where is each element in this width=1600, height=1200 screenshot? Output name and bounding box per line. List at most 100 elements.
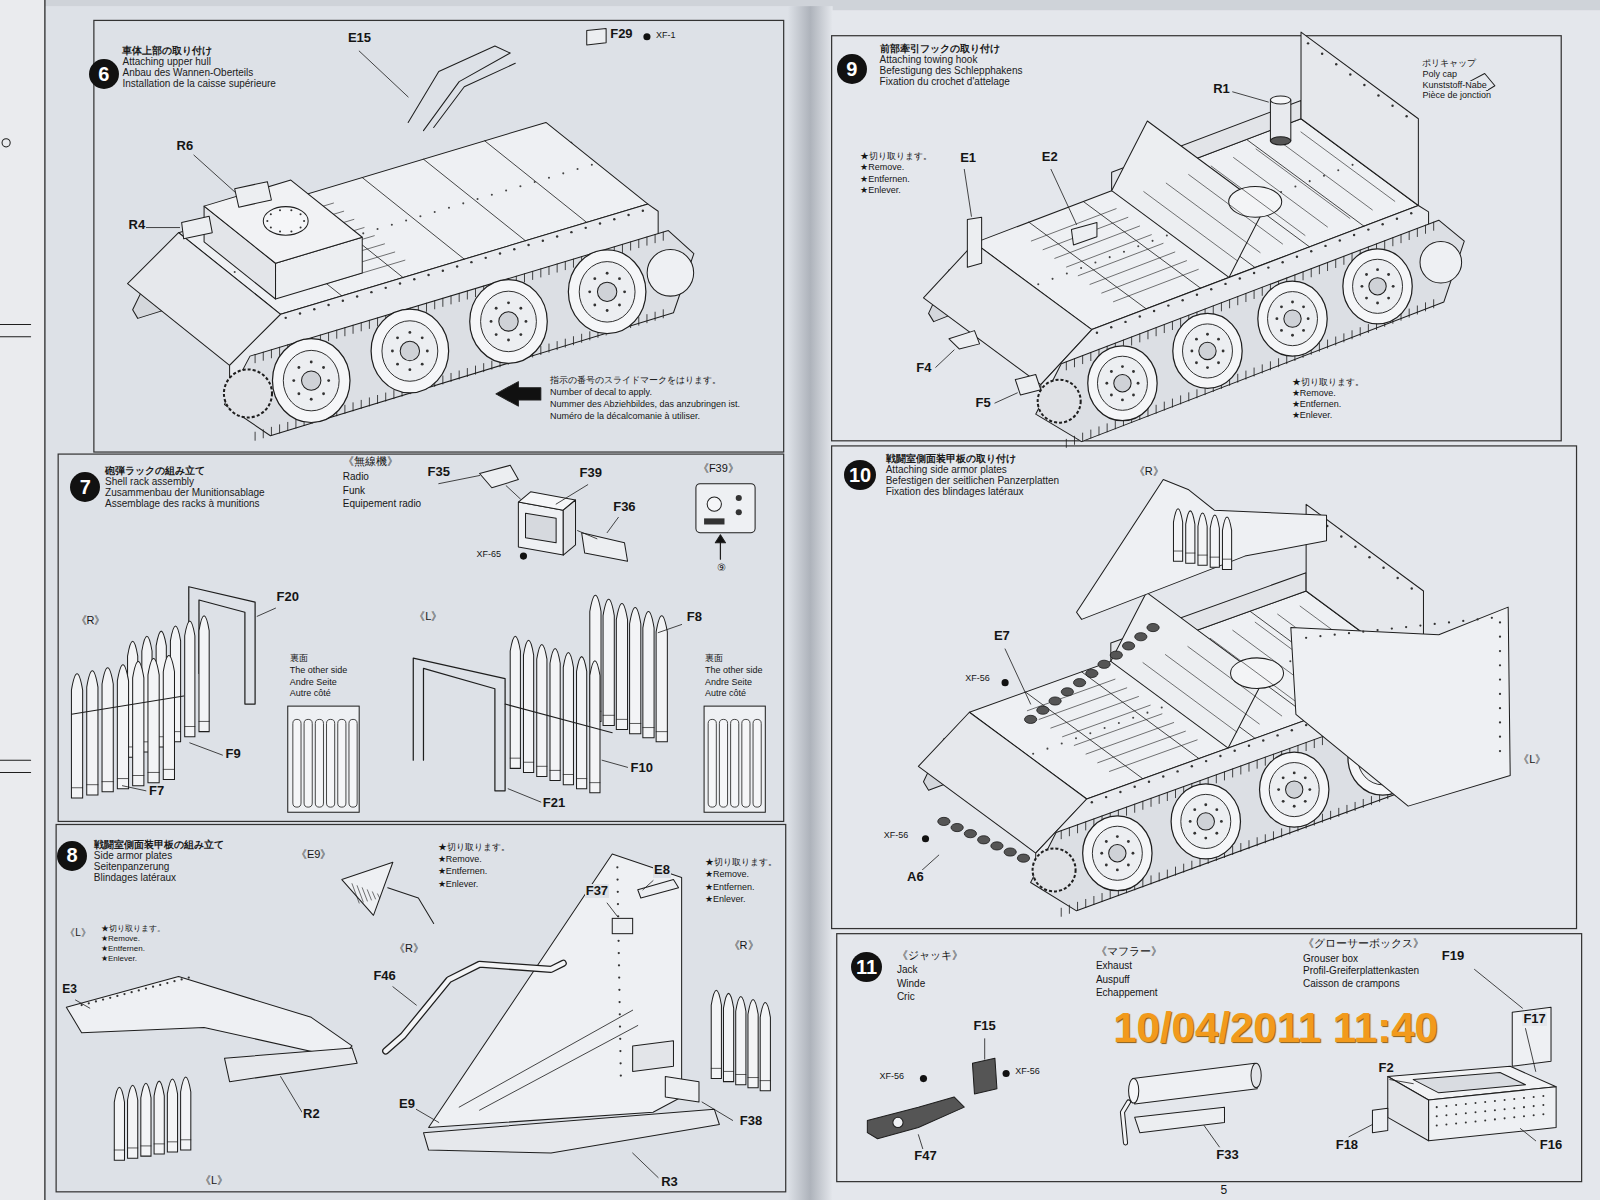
rivet [1396, 218, 1398, 220]
step-heading: 戦闘室側面装甲板の組み立てSide armor platesSeitenpanz… [94, 839, 224, 883]
track-link [1257, 838, 1258, 846]
leader-line [607, 903, 617, 916]
rivet [1484, 1110, 1486, 1112]
bolt [1132, 370, 1135, 373]
rivet [1133, 786, 1135, 788]
part-label: R2 [302, 1107, 321, 1121]
heading-text: Shell rack assembly [105, 476, 265, 487]
leader-line [633, 1153, 659, 1177]
track-link [263, 430, 264, 438]
rivet [1321, 53, 1323, 55]
note-text: ★切り取ります。 [859, 152, 933, 162]
leader-line [190, 743, 223, 755]
grille [1090, 252, 1175, 284]
rivet [1499, 693, 1501, 695]
shell-band [128, 1147, 138, 1148]
rivet [1455, 1104, 1457, 1106]
shell-band [71, 787, 82, 788]
track-link [451, 296, 452, 304]
bolt [322, 392, 325, 395]
paint-dot [520, 553, 527, 560]
note-text: Autre côté [704, 689, 747, 699]
paint-code: XF-65 [476, 550, 503, 560]
bolt [1282, 776, 1285, 779]
rivet [1499, 750, 1501, 752]
glacis [923, 243, 1091, 385]
rivet [1291, 729, 1293, 731]
rivet [1494, 1109, 1496, 1111]
note-text: The other side [704, 666, 764, 676]
shell-band [141, 1145, 151, 1146]
bolt [606, 272, 609, 275]
hatch [352, 884, 359, 903]
heading-text: Befestigen der seitlichen Panzerplatten [886, 475, 1059, 486]
track-link [1093, 896, 1094, 904]
bolt [1215, 808, 1218, 811]
rivet [1305, 637, 1307, 639]
track-link [1355, 802, 1356, 810]
grille [1086, 723, 1174, 755]
track-link [1248, 763, 1249, 771]
paint-dot [643, 33, 650, 40]
note-text: ★Remove. [1291, 389, 1337, 399]
track-link [1090, 430, 1091, 438]
heading-text: Befestigung des Schlepphakens [880, 65, 1023, 76]
track-link [353, 403, 354, 411]
track-link [1200, 858, 1201, 866]
track-link [1073, 679, 1085, 687]
rivet [1436, 1115, 1438, 1117]
track-link [1175, 789, 1176, 797]
rivet [1445, 1114, 1447, 1116]
rivet [1124, 321, 1126, 323]
rivet [1239, 277, 1241, 279]
track-link [459, 371, 460, 379]
part-outline [665, 1077, 699, 1103]
shell [577, 657, 587, 789]
rivet [618, 976, 620, 978]
rivet [290, 231, 292, 233]
track-link [663, 310, 664, 318]
leader-line [1349, 1124, 1372, 1136]
note-text: ★切り取ります。 [100, 925, 166, 934]
note-text: Andre Seite [289, 678, 338, 688]
part-outline [182, 216, 213, 238]
track-link [524, 274, 525, 282]
rivet [1382, 566, 1384, 568]
bolt [1220, 820, 1223, 823]
track-link [442, 298, 443, 306]
rivet [1410, 212, 1412, 214]
hatch [362, 888, 367, 901]
bolt [1195, 338, 1198, 341]
track-link [1147, 331, 1148, 339]
shell [199, 616, 209, 732]
road-wheel [470, 280, 548, 364]
shell [1186, 511, 1195, 563]
leader-line [936, 350, 954, 367]
pipe [1122, 1102, 1128, 1143]
rivet [1499, 678, 1501, 680]
track-link [1135, 633, 1147, 641]
step-panel [832, 36, 1562, 441]
part-outline [612, 918, 632, 933]
part-label: F47 [913, 1149, 937, 1163]
tow-hook [949, 331, 980, 349]
leader-line [984, 1039, 985, 1059]
rivet [1046, 748, 1048, 750]
note-text: ★Entfernen. [859, 175, 911, 185]
rivet [1166, 234, 1168, 236]
grouser-box [1413, 1072, 1525, 1092]
rivet [1494, 1118, 1496, 1120]
paint-code: XF-56 [1014, 1067, 1041, 1077]
floor-seam [1278, 141, 1372, 210]
part-label: F9 [225, 747, 242, 761]
rivet [613, 218, 615, 220]
rivet [427, 274, 429, 276]
note-text: Pièce de jonction [1421, 91, 1492, 101]
shell [630, 607, 641, 733]
bolt [1189, 820, 1192, 823]
rivet [1089, 732, 1091, 734]
bolt [1304, 776, 1307, 779]
bolt [1365, 297, 1368, 300]
rivet [1091, 801, 1093, 803]
track-link [369, 320, 370, 328]
